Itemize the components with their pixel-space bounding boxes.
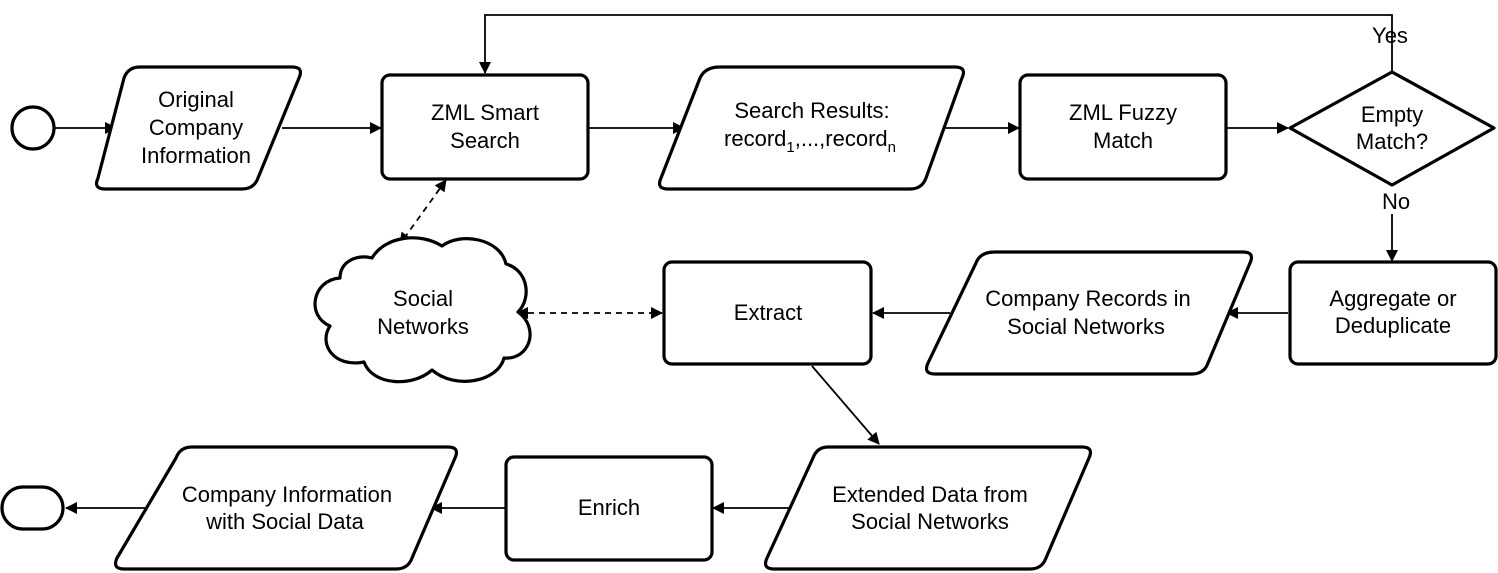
label-line: Empty <box>1361 102 1423 127</box>
label-line: Deduplicate <box>1335 313 1451 338</box>
label-line: Extract <box>734 300 802 325</box>
label-line: Information <box>141 143 251 168</box>
node-aggregate-deduplicate: Aggregate or Deduplicate <box>1288 260 1498 366</box>
edge-empty-match-yes-loop <box>479 14 1393 74</box>
label-line: Match? <box>1356 129 1428 154</box>
node-zml-fuzzy-match: ZML Fuzzy Match <box>1018 73 1228 181</box>
label-line: Match <box>1093 128 1153 153</box>
label-line: Social <box>393 286 453 311</box>
label-line: Networks <box>377 314 469 339</box>
node-social-networks-cloud: Social Networks <box>313 236 532 384</box>
label-line: Enrich <box>578 495 640 520</box>
edge-extract-to-extended-data <box>811 365 880 445</box>
node-extended-data-social: Extended Data from Social Networks <box>763 445 1093 571</box>
node-enrich: Enrich <box>504 455 714 562</box>
start-event <box>10 105 56 151</box>
edge-smart-search-social-networks-dashed <box>399 179 447 245</box>
label-line: ZML Smart <box>431 100 539 125</box>
edges <box>54 14 1398 514</box>
node-zml-smart-search: ZML Smart Search <box>380 73 590 181</box>
node-search-results: Search Results: record1,...,recordn <box>657 65 966 191</box>
edge-label-no: No <box>1382 189 1410 214</box>
label-part: ,...,record <box>795 126 888 151</box>
label-line: Aggregate or <box>1329 286 1456 311</box>
node-company-info-social-data: Company Information with Social Data <box>113 445 459 571</box>
subscript-last: n <box>888 139 896 156</box>
label-part: record <box>724 126 786 151</box>
label-line: with Social Data <box>205 509 365 534</box>
subscript-first: 1 <box>786 139 794 156</box>
search-results-records-line: record1,...,recordn <box>724 126 896 156</box>
node-original-company-information: Original Company Information <box>94 65 303 191</box>
label-line: ZML Fuzzy <box>1069 100 1177 125</box>
node-extract: Extract <box>662 260 873 366</box>
label-line: Search Results: <box>734 98 889 123</box>
label-line: Social Networks <box>851 509 1009 534</box>
label-line: Search <box>450 128 520 153</box>
node-empty-match-decision: Empty Match? <box>1288 70 1496 187</box>
cloud-icon <box>313 236 532 384</box>
node-company-records-social: Company Records in Social Networks <box>924 250 1254 376</box>
label-line: Company <box>149 115 243 140</box>
label-line: Extended Data from <box>832 482 1028 507</box>
edge-label-yes: Yes <box>1372 23 1408 48</box>
end-event <box>0 485 65 531</box>
label-line: Company Information <box>182 482 392 507</box>
label-line: Company Records in <box>985 286 1190 311</box>
label-line: Social Networks <box>1007 314 1165 339</box>
label-line: Original <box>158 87 234 112</box>
